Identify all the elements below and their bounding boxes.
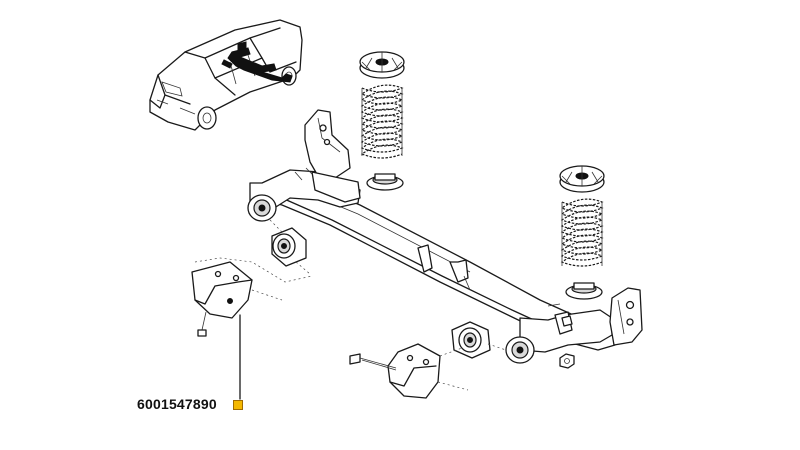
part-callout-marker[interactable] (233, 400, 243, 410)
part-reference-number: 6001547890 (137, 396, 217, 412)
coil-spring-left (359, 51, 405, 191)
car-axle-highlight (227, 47, 293, 83)
mounting-bracket-left (191, 257, 313, 400)
car-thumbnail (149, 19, 303, 131)
coil-spring-right (559, 165, 605, 300)
rear-axle-beam (247, 109, 643, 369)
bushing-left-exploded (269, 219, 311, 275)
bushing-right-exploded (451, 321, 507, 359)
mounting-bracket-right (349, 343, 469, 399)
